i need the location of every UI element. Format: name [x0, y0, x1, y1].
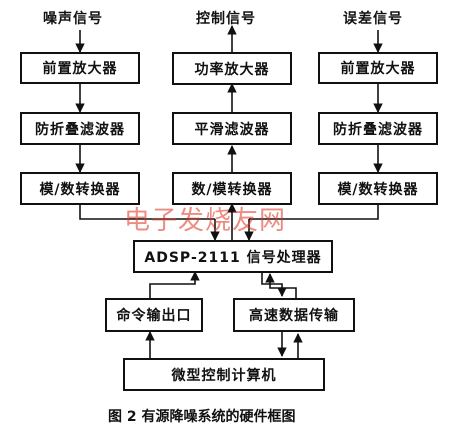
smoothing-filter-box: 平滑滤波器	[172, 112, 292, 145]
arrow-command-to-processor	[149, 271, 200, 298]
error-signal-label: 误差信号	[343, 11, 403, 27]
arrow-processor-to-link	[261, 272, 287, 297]
control-signal-label: 控制信号	[196, 11, 256, 27]
dac-box: 数/模转换器	[172, 172, 292, 205]
right-anti-alias-filter-box: 防折叠滤波器	[318, 112, 438, 145]
command-port-box: 命令输出口	[105, 298, 203, 332]
right-adc-box: 模/数转换器	[318, 172, 438, 205]
watermark-text: 电子发烧友网	[124, 206, 287, 236]
figure-caption: 图 2 有源降噪系统的硬件框图	[108, 409, 296, 425]
processor-box: ADSP-2111 信号处理器	[133, 240, 333, 273]
microcomputer-box: 微型控制计算机	[123, 358, 325, 391]
left-adc-bus-line	[79, 204, 215, 220]
right-preamp-box: 前置放大器	[318, 52, 438, 84]
noise-signal-label: 噪声信号	[43, 11, 103, 27]
power-amp-box: 功率放大器	[172, 52, 292, 85]
high-speed-link-box: 高速数据传输	[233, 298, 355, 332]
left-preamp-box: 前置放大器	[20, 52, 140, 84]
left-anti-alias-filter-box: 防折叠滤波器	[20, 112, 140, 145]
right-adc-bus-line	[249, 204, 379, 220]
arrow-link-to-processor	[265, 273, 297, 298]
left-adc-box: 模/数转换器	[20, 172, 140, 205]
